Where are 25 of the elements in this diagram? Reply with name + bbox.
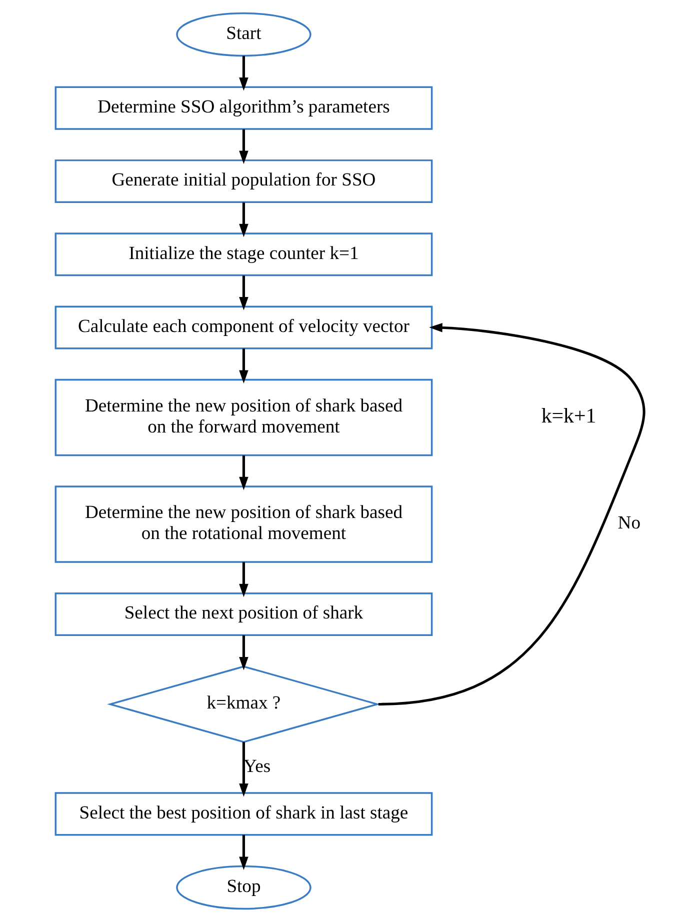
edge-label: No (617, 512, 640, 534)
node-diamond: k=kmax ? (106, 666, 380, 743)
node-box: Determine SSO algorithm’s parameters (54, 86, 432, 130)
arrow (238, 455, 248, 490)
node-ellipse: Stop (176, 865, 311, 910)
node-box: Determine the new position of shark based on the forward movement (54, 378, 432, 456)
arrow (238, 635, 248, 670)
node-ellipse: Start (176, 12, 311, 57)
node-box: Select the best position of shark in last stage (54, 792, 432, 836)
arrow (238, 562, 248, 598)
arrow (238, 56, 248, 91)
edge-label: Yes (243, 756, 270, 777)
label: k=k+1 (540, 404, 596, 428)
arrow (238, 834, 248, 870)
arrow (238, 348, 248, 384)
node-box: Generate initial population for SSO (54, 159, 432, 203)
node-box: Initialize the stage counter k=1 (54, 232, 432, 276)
node-box: Determine the new position of shark based on the rotational movement (54, 486, 432, 563)
arrow (378, 323, 645, 706)
node-box: Select the next position of shark (54, 592, 432, 636)
arrow (238, 276, 248, 310)
arrow (238, 742, 248, 797)
arrow (238, 202, 248, 238)
node-box: Calculate each component of velocity vector (54, 306, 432, 350)
arrow (238, 129, 248, 164)
